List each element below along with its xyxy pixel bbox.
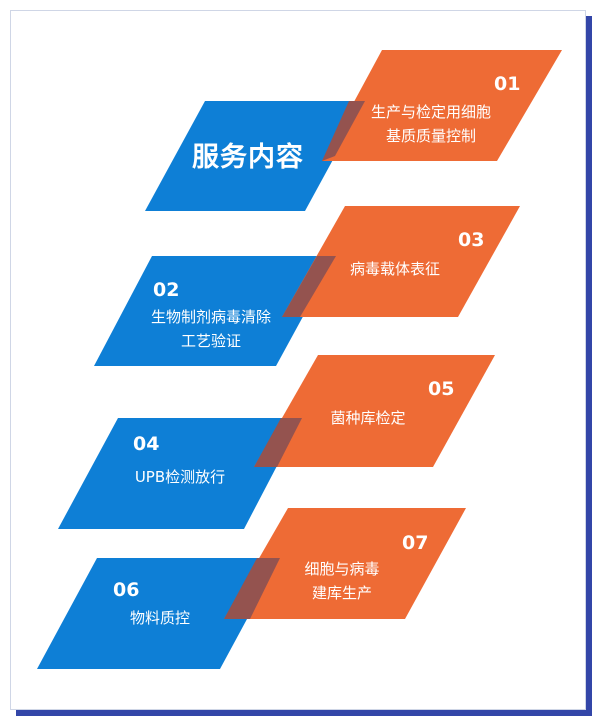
overlap-02 (282, 256, 336, 317)
item-05-line1: 菌种库检定 (330, 409, 406, 427)
item-01-number: 01 (494, 73, 521, 95)
item-03-number: 03 (458, 229, 485, 251)
item-02-line1: 生物制剂病毒清除 (150, 308, 271, 326)
item-06-panel (37, 558, 280, 669)
item-07-line2: 建库生产 (311, 584, 372, 602)
item-02-number: 02 (153, 279, 180, 301)
item-07-line1: 细胞与病毒 (304, 560, 380, 578)
title-panel (145, 101, 365, 211)
item-05-panel (254, 355, 495, 467)
item-01-panel (322, 50, 562, 161)
item-02-line2: 工艺验证 (180, 332, 241, 350)
item-01-line1: 生产与检定用细胞 (370, 103, 491, 121)
item-03-panel (282, 206, 520, 317)
item-04-panel (58, 418, 302, 529)
item-03-line1: 病毒载体表征 (349, 260, 440, 278)
overlap-01 (322, 101, 365, 161)
overlap-04 (224, 558, 280, 619)
item-02-panel (94, 256, 336, 366)
overlap-03 (254, 418, 302, 467)
item-04-number: 04 (133, 433, 160, 455)
item-06-number: 06 (113, 579, 140, 601)
item-06-line1: 物料质控 (129, 609, 190, 627)
item-01-line2: 基质质量控制 (385, 127, 476, 145)
item-07-number: 07 (402, 532, 429, 554)
item-04-line1: UPB检测放行 (134, 468, 226, 486)
item-05-number: 05 (428, 378, 455, 400)
item-07-panel (224, 508, 466, 619)
page-title: 服务内容 (192, 142, 304, 173)
